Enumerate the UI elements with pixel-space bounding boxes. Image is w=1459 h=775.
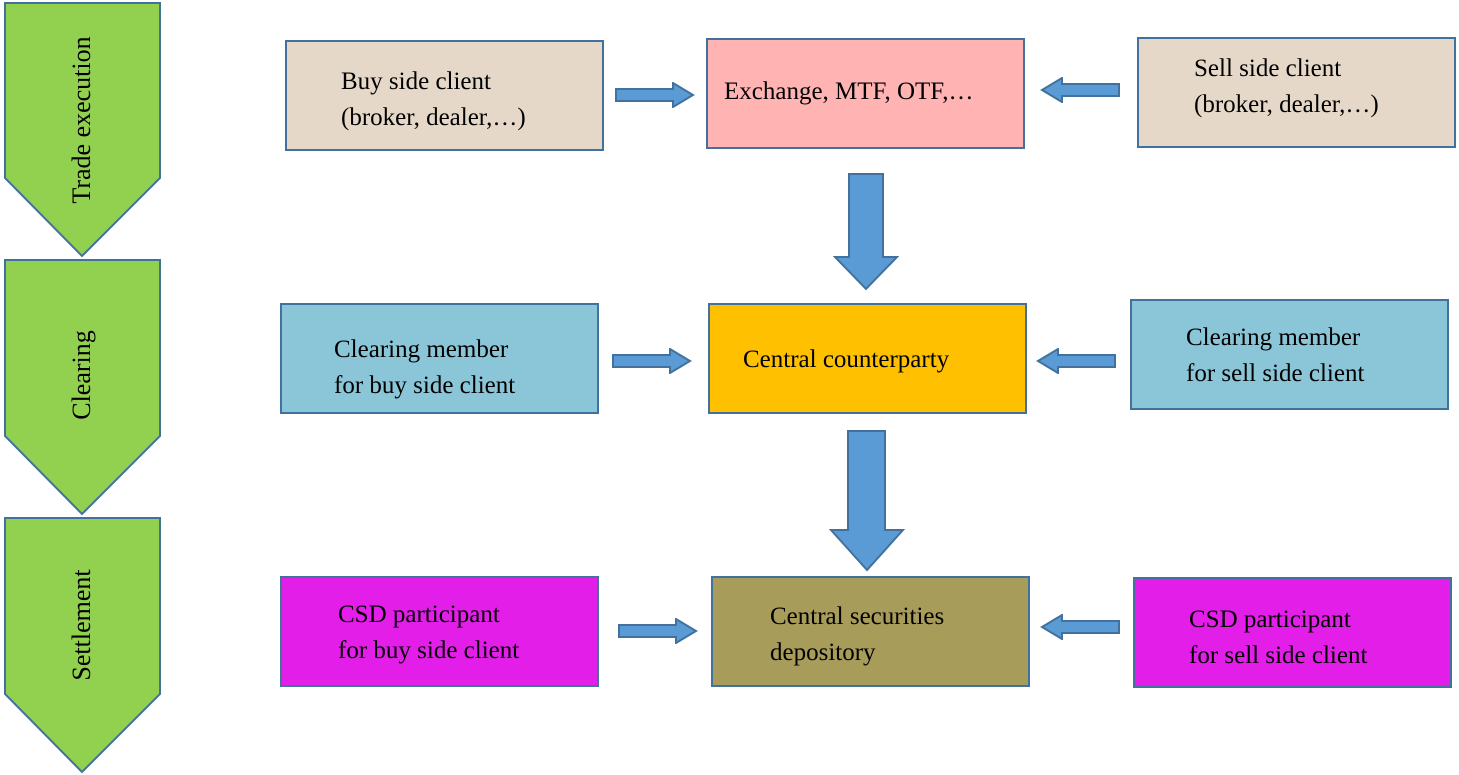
phase-chevron-trade: [4, 2, 161, 258]
arrow-right-icon: [618, 618, 698, 644]
arrow-down-icon: [829, 430, 905, 572]
arrow-right-icon: [612, 348, 692, 374]
box-line: Central counterparty: [743, 346, 950, 373]
box-line: Central securities: [770, 603, 945, 630]
phase-chevron-clearing: [4, 259, 161, 516]
arrow-right-icon: [615, 82, 695, 108]
box-line: Clearing member: [334, 336, 509, 363]
box-line: for sell side client: [1186, 360, 1365, 387]
buy-side-client-box: Buy side client (broker, dealer,…): [285, 40, 604, 151]
box-line: CSD participant: [1189, 606, 1351, 633]
exchange-box: Exchange, MTF, OTF,…: [706, 38, 1025, 149]
box-line: for buy side client: [338, 637, 520, 664]
box-line: Exchange, MTF, OTF,…: [724, 78, 974, 105]
csd-participant-sell-box: CSD participant for sell side client: [1133, 577, 1452, 688]
box-line: for sell side client: [1189, 642, 1368, 669]
box-line: (broker, dealer,…): [1194, 91, 1379, 118]
phase-chevron-settlement: [4, 517, 161, 774]
box-line: Buy side client: [341, 68, 491, 95]
arrow-left-icon: [1036, 348, 1116, 374]
sell-side-client-box: Sell side client (broker, dealer,…): [1137, 37, 1456, 148]
box-line: depository: [770, 639, 876, 666]
box-line: Sell side client: [1194, 55, 1342, 82]
box-line: Clearing member: [1186, 324, 1361, 351]
arrow-down-icon: [833, 173, 899, 291]
arrow-left-icon: [1040, 77, 1120, 103]
box-line: (broker, dealer,…): [341, 104, 526, 131]
phase-label-settlement: Settlement: [67, 569, 96, 681]
central-securities-depository-box: Central securities depository: [711, 576, 1030, 687]
clearing-member-buy-box: Clearing member for buy side client: [280, 303, 599, 414]
box-line: for buy side client: [334, 372, 516, 399]
arrow-left-icon: [1040, 614, 1120, 640]
box-line: CSD participant: [338, 601, 500, 628]
central-counterparty-box: Central counterparty: [708, 303, 1027, 414]
phase-label-clearing: Clearing: [67, 330, 96, 420]
clearing-member-sell-box: Clearing member for sell side client: [1130, 299, 1449, 410]
csd-participant-buy-box: CSD participant for buy side client: [280, 576, 599, 687]
phase-label-trade: Trade execution: [67, 36, 96, 204]
